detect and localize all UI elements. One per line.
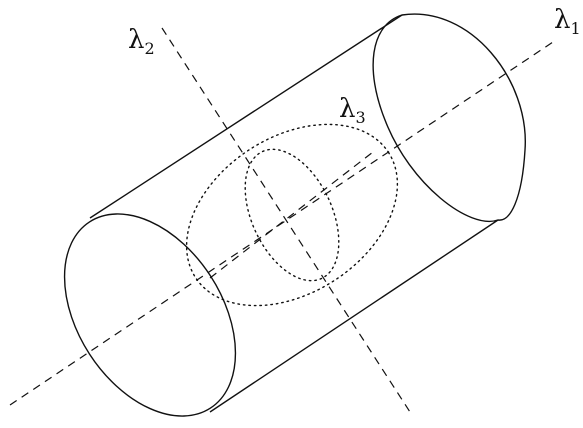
cylinder-bottom-edge bbox=[209, 219, 499, 413]
label-lambda3: λ3 bbox=[339, 94, 366, 127]
cylinder-right-end bbox=[372, 13, 526, 223]
cylinder-top-edge bbox=[89, 14, 403, 219]
axis-lambda1 bbox=[9, 39, 557, 406]
axis-lambda3 bbox=[209, 151, 374, 279]
label-lambda2: λ2 bbox=[128, 25, 155, 58]
axis-lambda2 bbox=[161, 27, 411, 413]
cylinder-left-end bbox=[63, 213, 237, 417]
ellipsoid-cross-section bbox=[244, 148, 340, 282]
label-lambda1: λ1 bbox=[554, 5, 581, 38]
